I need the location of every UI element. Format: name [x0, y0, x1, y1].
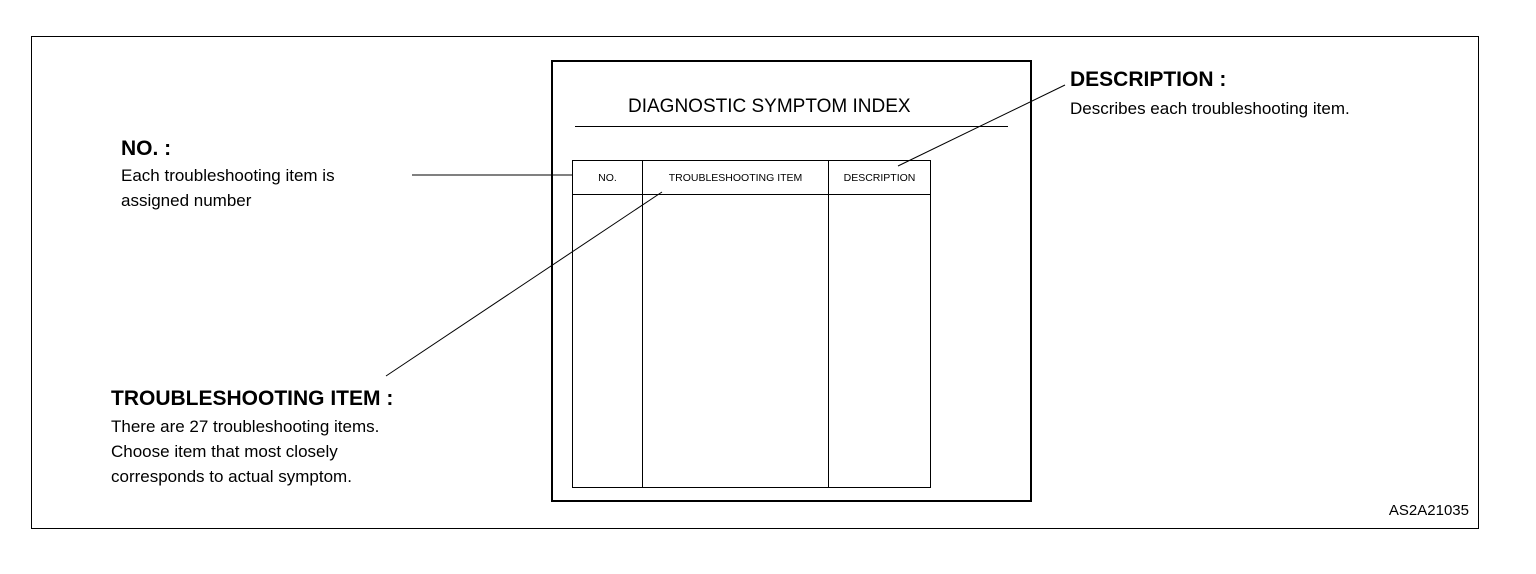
callout-description-text: Describes each troubleshooting item. [1070, 96, 1350, 121]
column-header-description: DESCRIPTION [843, 172, 916, 184]
figure-frame [31, 36, 1479, 529]
callout-description-line: Describes each troubleshooting item. [1070, 99, 1350, 118]
column-header-no: NO. [598, 172, 617, 184]
column-divider [828, 161, 829, 487]
callout-troubleshooting-item-line: corresponds to actual symptom. [111, 467, 352, 486]
leader-line-description [897, 84, 1066, 167]
figure-id: AS2A21035 [1388, 502, 1469, 519]
callout-troubleshooting-item-text: There are 27 troubleshooting items. Choo… [111, 414, 379, 489]
symptom-index-title: DIAGNOSTIC SYMPTOM INDEX [628, 96, 911, 117]
callout-troubleshooting-item-line: Choose item that most closely [111, 442, 338, 461]
callout-no-line: Each troubleshooting item is [121, 166, 335, 185]
callout-troubleshooting-item-line: There are 27 troubleshooting items. [111, 417, 380, 436]
column-header-troubleshooting-item: TROUBLESHOOTING ITEM [668, 172, 803, 184]
column-divider [642, 161, 643, 487]
symptom-index-page [551, 60, 1032, 502]
header-divider [573, 194, 930, 195]
callout-no-title: NO. : [121, 137, 172, 160]
callout-no-line: assigned number [121, 191, 252, 210]
callout-no-text: Each troubleshooting item is assigned nu… [121, 163, 335, 213]
callout-description-title: DESCRIPTION : [1070, 68, 1227, 91]
symptom-index-table: NO. TROUBLESHOOTING ITEM DESCRIPTION [572, 160, 931, 488]
title-underline [575, 126, 1008, 127]
callout-troubleshooting-item-title: TROUBLESHOOTING ITEM : [111, 387, 394, 410]
leader-line-troubleshooting-item [385, 191, 663, 377]
